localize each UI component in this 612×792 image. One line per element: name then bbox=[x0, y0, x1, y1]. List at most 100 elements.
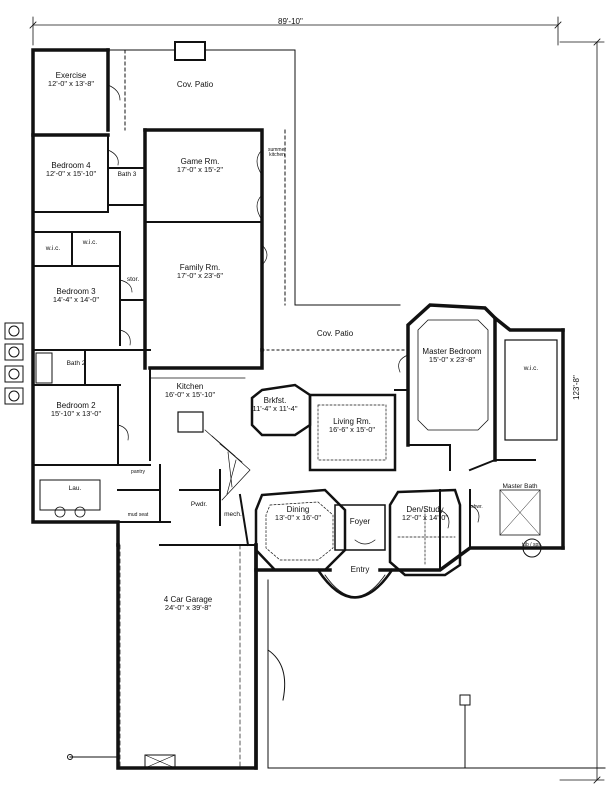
room-name: Cov. Patio bbox=[176, 80, 214, 89]
room-label-bath-3: Bath 3 bbox=[110, 171, 144, 179]
room-label-kitchen: Kitchen 16'-0" x 15'-10" bbox=[152, 382, 228, 400]
room-size: 13'-0" x 16'-0" bbox=[274, 513, 322, 523]
patio-outlines bbox=[107, 49, 409, 351]
entry-arch bbox=[316, 568, 394, 599]
interior-walls bbox=[32, 134, 536, 571]
room-label-shower: shwr. bbox=[466, 504, 488, 510]
room-name: Lau. bbox=[68, 485, 82, 492]
room-label-master-bath: Master Bath bbox=[500, 483, 540, 491]
room-name: Bath 3 bbox=[117, 171, 137, 178]
room-label-tub: tub / sps. bbox=[520, 542, 544, 548]
room-size: 12'-0" x 14'-0" bbox=[401, 513, 449, 523]
room-size: 11'-4" x 11'-4" bbox=[252, 404, 298, 414]
room-name: summer kitchen bbox=[267, 147, 287, 159]
room-name: Exercise bbox=[55, 71, 87, 80]
room-label-den-study: Den/Study 12'-0" x 14'-0" bbox=[392, 505, 458, 523]
room-size: 17'-0" x 15'-2" bbox=[176, 165, 224, 175]
ac-units bbox=[4, 322, 24, 405]
room-label-cov-patio-top: Cov. Patio bbox=[165, 80, 225, 89]
kitchen-island bbox=[177, 411, 204, 433]
room-label-wic-left: w.i.c. bbox=[38, 245, 68, 253]
room-label-laundry: Lau. bbox=[60, 485, 90, 493]
room-label-game-room: Game Rm. 17'-0" x 15'-2" bbox=[160, 157, 240, 175]
room-label-storage: stor. bbox=[121, 276, 145, 284]
den-shape bbox=[388, 488, 462, 577]
room-name: Bath 2 bbox=[66, 360, 86, 367]
room-size: 12'-0" x 13'-8" bbox=[47, 79, 95, 89]
living-room-shape bbox=[308, 393, 397, 472]
room-name: Family Rm. bbox=[179, 263, 221, 272]
room-name: shwr. bbox=[471, 504, 483, 510]
room-label-breakfast: Brkfst. 11'-4" x 11'-4" bbox=[246, 396, 304, 414]
room-size: 17'-0" x 23'-6" bbox=[176, 271, 224, 281]
room-label-summer-kitchen: summer kitchen bbox=[264, 147, 290, 159]
master-bedroom-tray bbox=[417, 319, 489, 431]
room-name: Bedroom 2 bbox=[56, 401, 96, 410]
room-size: 12'-0" x 15'-10" bbox=[45, 169, 97, 179]
room-label-powder: Pwdr. bbox=[184, 501, 214, 509]
door-swings bbox=[107, 84, 480, 545]
room-label-pantry: pantry bbox=[124, 469, 152, 475]
room-label-mech: mech. bbox=[218, 511, 248, 519]
room-label-exercise: Exercise 12'-0" x 13'-8" bbox=[38, 71, 104, 89]
room-label-dining: Dining 13'-0" x 16'-0" bbox=[262, 505, 334, 523]
room-label-bedroom-2: Bedroom 2 15'-10" x 13'-0" bbox=[36, 401, 116, 419]
dimension-lines bbox=[29, 16, 605, 784]
room-name: Dining bbox=[286, 505, 310, 514]
room-label-garage: 4 Car Garage 24'-0" x 39'-8" bbox=[140, 595, 236, 612]
room-label-foyer: Foyer bbox=[338, 517, 382, 526]
tub bbox=[522, 538, 542, 558]
overall-depth-dimension: 123'-8" bbox=[572, 375, 581, 400]
overall-width-dimension: 89'-10" bbox=[278, 17, 303, 26]
room-name: pantry bbox=[131, 469, 145, 475]
room-label-entry: Entry bbox=[340, 565, 380, 574]
breakfast-nook-shape bbox=[250, 383, 312, 437]
room-size: 16'-6" x 15'-0" bbox=[328, 425, 376, 435]
room-label-master-bedroom: Master Bedroom 15'-0" x 23'-8" bbox=[412, 347, 492, 364]
garage-service-door bbox=[144, 754, 176, 769]
room-name: Living Rm. bbox=[333, 417, 371, 426]
bath2-tub bbox=[35, 352, 53, 384]
room-name: Entry bbox=[350, 565, 370, 574]
driveway bbox=[67, 579, 606, 769]
room-label-living-room: Living Rm. 16'-6" x 15'-0" bbox=[313, 417, 391, 435]
room-size: 14'-4" x 14'-0" bbox=[52, 295, 100, 305]
room-name: Master Bath bbox=[502, 483, 538, 490]
room-name: mud seat bbox=[127, 512, 149, 518]
room-name: Game Rm. bbox=[180, 157, 220, 166]
laundry-counter bbox=[39, 479, 101, 511]
room-name: Bedroom 3 bbox=[56, 287, 96, 296]
room-name: w.i.c. bbox=[45, 245, 61, 252]
room-name: Den/Study bbox=[406, 505, 444, 514]
room-name: Brkfst. bbox=[263, 396, 287, 405]
dining-room-shape bbox=[254, 488, 347, 572]
room-name: Kitchen bbox=[176, 382, 204, 391]
room-name: w.i.c. bbox=[82, 239, 98, 246]
room-name: mech. bbox=[224, 511, 242, 518]
room-label-bedroom-4: Bedroom 4 12'-0" x 15'-10" bbox=[36, 161, 106, 179]
room-label-wic-mid: w.i.c. bbox=[75, 239, 105, 247]
foyer-shape bbox=[334, 504, 386, 551]
room-size: 16'-0" x 15'-10" bbox=[164, 390, 216, 400]
master-wic-shape bbox=[504, 339, 558, 441]
room-label-family-room: Family Rm. 17'-0" x 23'-6" bbox=[158, 263, 242, 281]
room-name: w.i.c. bbox=[523, 365, 539, 372]
room-name: tub / sps. bbox=[521, 542, 543, 548]
room-label-wic-master: w.i.c. bbox=[512, 365, 550, 373]
room-size: 15'-10" x 13'-0" bbox=[50, 409, 102, 419]
room-name: Pwdr. bbox=[190, 501, 208, 508]
fireplace bbox=[174, 41, 206, 61]
room-label-mud-seat: mud seat bbox=[120, 512, 156, 518]
room-name: Bedroom 4 bbox=[51, 161, 91, 170]
room-name: 4 Car Garage bbox=[163, 595, 213, 604]
staircase bbox=[204, 429, 251, 501]
room-label-cov-patio-mid: Cov. Patio bbox=[300, 329, 370, 338]
room-name: Cov. Patio bbox=[316, 329, 354, 338]
exterior-walls bbox=[31, 48, 565, 770]
master-bath-tiles bbox=[499, 489, 541, 536]
room-label-bedroom-3: Bedroom 3 14'-4" x 14'-0" bbox=[36, 287, 116, 305]
room-name: stor. bbox=[126, 276, 140, 283]
room-name: Master Bedroom bbox=[422, 347, 482, 356]
room-name: Foyer bbox=[349, 517, 371, 526]
